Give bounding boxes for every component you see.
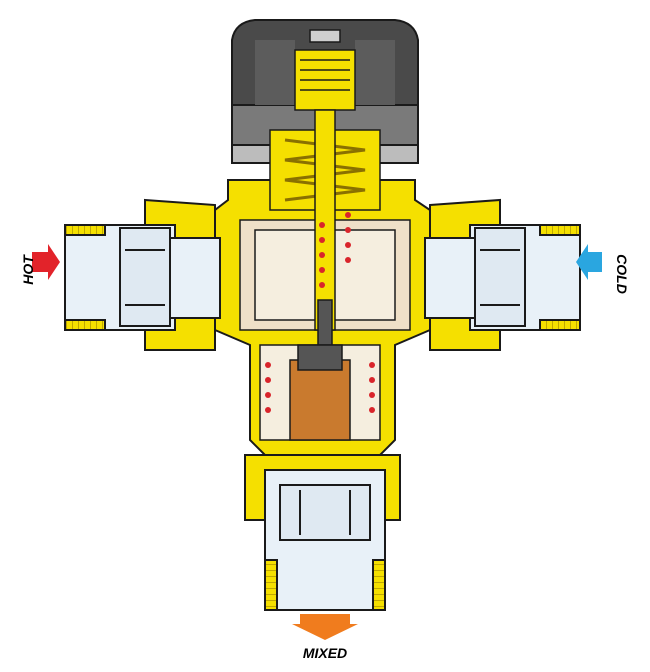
arrow-left-icon: [576, 244, 602, 280]
cold-inlet-fitting: [424, 224, 581, 331]
mixed-outlet-fitting: [264, 469, 386, 611]
mixed-outlet-label: MIXED: [302, 645, 348, 661]
cartridge: [239, 29, 411, 351]
cold-inlet-label: COLD: [614, 254, 630, 294]
arrow-down-icon: [292, 614, 358, 640]
lower-spring-chamber: [259, 344, 381, 441]
arrow-right-icon: [32, 244, 60, 280]
hot-inlet-fitting: [64, 224, 221, 331]
upper-spring: [319, 212, 351, 288]
hot-inlet-label: HOT: [20, 255, 36, 285]
lower-spring: [265, 362, 375, 413]
